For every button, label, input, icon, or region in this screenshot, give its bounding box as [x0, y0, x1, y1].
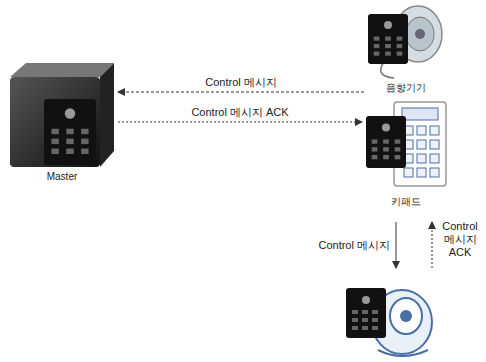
device-picture	[362, 96, 450, 196]
edge-label: Control 메시지	[203, 76, 279, 89]
arrow-label: Control 메시지	[302, 239, 390, 252]
edge-label: Control 메시지 ACK	[189, 106, 290, 119]
message-arrow	[118, 122, 362, 123]
message-arrow	[118, 92, 364, 93]
device-node: Master	[6, 55, 118, 301]
camera-device	[346, 288, 432, 356]
device-label: 음향기기	[364, 82, 448, 94]
up-arrow	[432, 222, 433, 268]
device-node: 키패드	[362, 96, 450, 310]
device-label: 키패드	[362, 196, 450, 208]
device-picture	[6, 55, 118, 171]
device-label: Master	[6, 171, 118, 183]
down-arrow	[396, 222, 397, 268]
arrow-label: Control 메시지 ACK	[437, 220, 483, 259]
device-picture	[364, 0, 448, 82]
